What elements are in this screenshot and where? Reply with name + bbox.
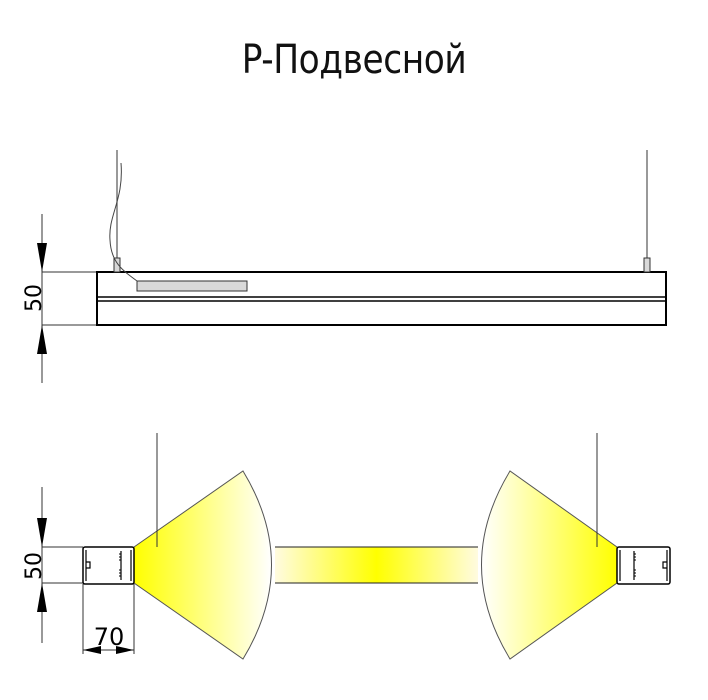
arrow-up-icon (37, 583, 47, 612)
arrow-down-icon (37, 518, 47, 547)
left-profile-section (82, 546, 135, 585)
light-band (275, 547, 478, 583)
front-width-dimension: 70 (82, 584, 135, 654)
side-view: 50 (22, 150, 667, 383)
front-height-label: 50 (22, 552, 47, 580)
side-height-dimension: 50 (22, 214, 97, 383)
arrow-right-icon (116, 646, 134, 654)
diagram-title: P-Подвесной (241, 37, 467, 83)
driver-box (136, 280, 248, 292)
arrow-left-icon (83, 646, 101, 654)
right-suspension-cable (643, 150, 651, 273)
left-suspension-cable (109, 150, 138, 282)
right-profile-section (616, 546, 671, 585)
front-view: 50 70 (22, 433, 671, 660)
left-light-cone (133, 470, 272, 660)
arrow-up-icon (37, 325, 47, 354)
luminaire-body-side (96, 271, 667, 326)
front-height-dimension: 50 (22, 487, 83, 643)
side-height-label: 50 (22, 284, 47, 312)
arrow-down-icon (37, 243, 47, 272)
right-light-cone (481, 470, 618, 660)
front-width-label: 70 (94, 623, 125, 651)
